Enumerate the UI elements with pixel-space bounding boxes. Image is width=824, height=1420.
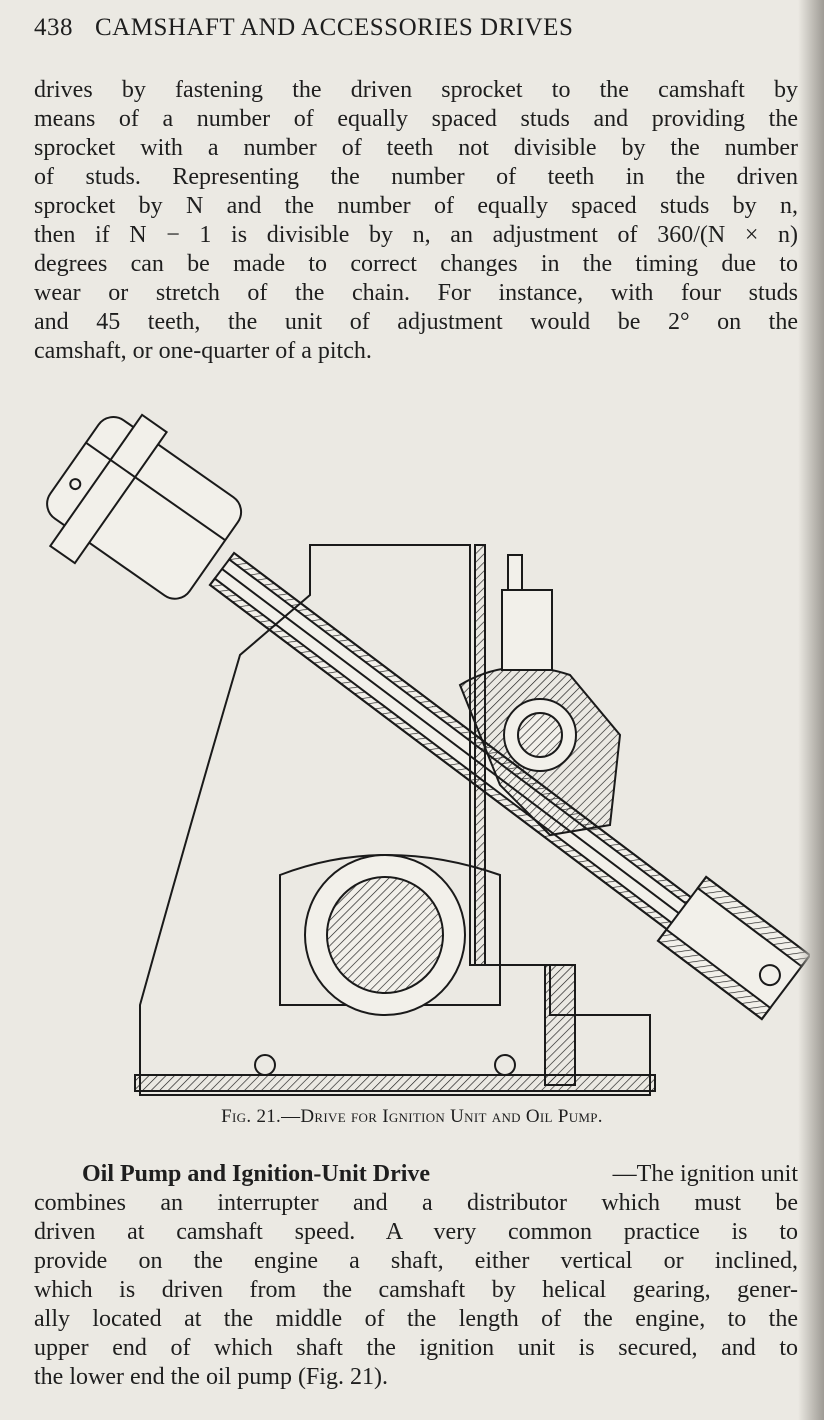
text-line: wear or stretch of the chain. For instan… (34, 280, 798, 306)
text-line: the lower end the oil pump (Fig. 21). (34, 1364, 388, 1390)
text-line: then if N − 1 is divisible by n, an adju… (34, 222, 798, 248)
section-heading: Oil Pump and Ignition-Unit Drive (82, 1161, 431, 1187)
text-line: ally located at the middle of the length… (34, 1306, 798, 1332)
text-line: Oil Pump and Ignition-Unit Drive —The ign… (34, 1160, 798, 1189)
text-line: combines an interrupter and a distributo… (34, 1190, 798, 1216)
text-line: sprocket with a number of teeth not divi… (34, 135, 798, 161)
text-line: drives by fastening the driven sprocket … (34, 77, 798, 103)
oil-pump (656, 875, 810, 1021)
text-line: of studs. Representing the number of tee… (34, 164, 798, 190)
paragraph-timing-adjustment: drives by fastening the driven sprocket … (34, 76, 798, 366)
text-line: means of a number of equally spaced stud… (34, 106, 798, 132)
crankcase (139, 544, 651, 1096)
text-line: provide on the engine a shaft, either ve… (34, 1248, 798, 1274)
page-number: 438 (34, 14, 73, 41)
running-title: CAMSHAFT AND ACCESSORIES DRIVES (95, 14, 574, 41)
figure-caption: Fig. 21.—Drive for Ignition Unit and Oil… (221, 1106, 603, 1127)
heading-continuation: —The ignition unit (612, 1161, 798, 1187)
paragraph-oil-pump-drive: Oil Pump and Ignition-Unit Drive —The ign… (34, 1160, 798, 1392)
text-line: camshaft, or one-quarter of a pitch. (34, 338, 372, 364)
text-line: and 45 teeth, the unit of adjustment wou… (34, 309, 798, 335)
page-binding-shadow (798, 0, 824, 1420)
text-line: sprocket by N and the number of equally … (34, 193, 798, 219)
ignition-unit (46, 413, 243, 600)
running-header: 438 CAMSHAFT AND ACCESSORIES DRIVES (34, 14, 798, 42)
text-line: degrees can be made to correct changes i… (34, 251, 798, 277)
text-line: upper end of which shaft the ignition un… (34, 1335, 798, 1361)
engine-cross-section-figure (46, 413, 810, 1096)
text-line: driven at camshaft speed. A very common … (34, 1219, 798, 1245)
text-line: which is driven from the camshaft by hel… (34, 1277, 798, 1303)
